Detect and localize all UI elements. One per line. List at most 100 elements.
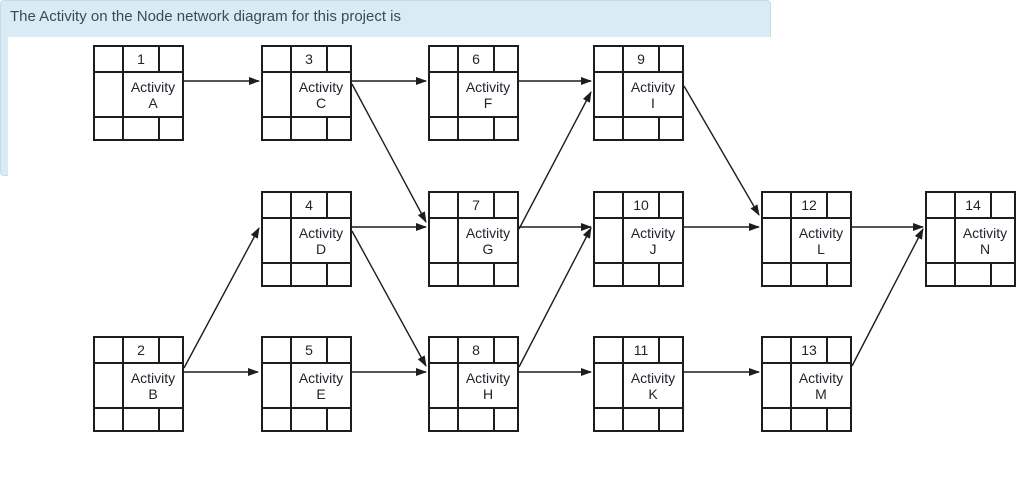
- node-cell: [263, 73, 290, 116]
- node-cell: [158, 338, 182, 362]
- node-number: 2: [122, 338, 158, 362]
- edge-b-d: [183, 227, 260, 369]
- node-number: 8: [457, 338, 493, 362]
- node-bottom-row: [595, 407, 682, 430]
- node-cell: [290, 264, 326, 285]
- node-number: 4: [290, 193, 326, 217]
- node-cell: [763, 409, 790, 430]
- node-bottom-row: [263, 407, 350, 430]
- node-label-text: Activity: [962, 224, 1008, 241]
- node-cell: [430, 118, 457, 139]
- node-cell: [457, 264, 493, 285]
- node-bottom-row: [927, 262, 1014, 285]
- node-top-row: 8: [430, 338, 517, 362]
- node-cell: [95, 118, 122, 139]
- node-cell: [763, 338, 790, 362]
- node-cell: [326, 118, 350, 139]
- edge-c-g: [351, 83, 427, 223]
- node-cell: [263, 47, 290, 71]
- node-cell: [263, 219, 290, 262]
- node-cell: [430, 47, 457, 71]
- node-cell: [263, 364, 290, 407]
- node-bottom-row: [430, 116, 517, 139]
- node-bottom-row: [595, 262, 682, 285]
- node-top-row: 6: [430, 47, 517, 71]
- node-top-row: 11: [595, 338, 682, 362]
- node-number: 13: [790, 338, 826, 362]
- node-cell: [826, 264, 850, 285]
- node-bottom-row: [263, 116, 350, 139]
- node-cell: [595, 338, 622, 362]
- node-cell: [595, 118, 622, 139]
- node-cell: [790, 264, 826, 285]
- node-cell: [763, 219, 790, 262]
- edge-i-l: [683, 85, 760, 216]
- node-cell: [263, 264, 290, 285]
- node-cell: [493, 47, 517, 71]
- node-cell: [326, 338, 350, 362]
- node-number: 12: [790, 193, 826, 217]
- edge-d-h: [351, 230, 427, 367]
- node-cell: [263, 409, 290, 430]
- node-cell: [763, 193, 790, 217]
- node-number: 7: [457, 193, 493, 217]
- node-cell: [595, 364, 622, 407]
- node-cell: [493, 409, 517, 430]
- node-label-text: Activity: [298, 369, 344, 386]
- node-number: 14: [954, 193, 990, 217]
- node-label-text: Activity: [798, 369, 844, 386]
- node-cell: [430, 364, 457, 407]
- node-bottom-row: [95, 116, 182, 139]
- node-cell: [927, 264, 954, 285]
- node-label-text: Activity: [630, 369, 676, 386]
- node-bottom-row: [95, 407, 182, 430]
- node-cell: [595, 193, 622, 217]
- question-text: The Activity on the Node network diagram…: [10, 8, 402, 25]
- node-cell: [326, 47, 350, 71]
- node-cell: [658, 118, 682, 139]
- node-letter: C: [315, 94, 327, 111]
- node-number: 6: [457, 47, 493, 71]
- node-cell: [763, 264, 790, 285]
- node-number: 5: [290, 338, 326, 362]
- node-cell: [326, 409, 350, 430]
- node-cell: [595, 219, 622, 262]
- node-label-text: Activity: [130, 78, 176, 95]
- node-label-text: Activity: [465, 224, 511, 241]
- node-cell: [595, 73, 622, 116]
- node-cell: [622, 118, 658, 139]
- node-letter: A: [148, 94, 158, 111]
- node-cell: [658, 264, 682, 285]
- node-letter: D: [315, 240, 327, 257]
- node-label-text: Activity: [130, 369, 176, 386]
- node-cell: [95, 409, 122, 430]
- node-cell: [430, 219, 457, 262]
- node-top-row: 13: [763, 338, 850, 362]
- node-cell: [158, 118, 182, 139]
- node-cell: [595, 409, 622, 430]
- node-cell: [95, 73, 122, 116]
- node-cell: [658, 409, 682, 430]
- node-cell: [290, 118, 326, 139]
